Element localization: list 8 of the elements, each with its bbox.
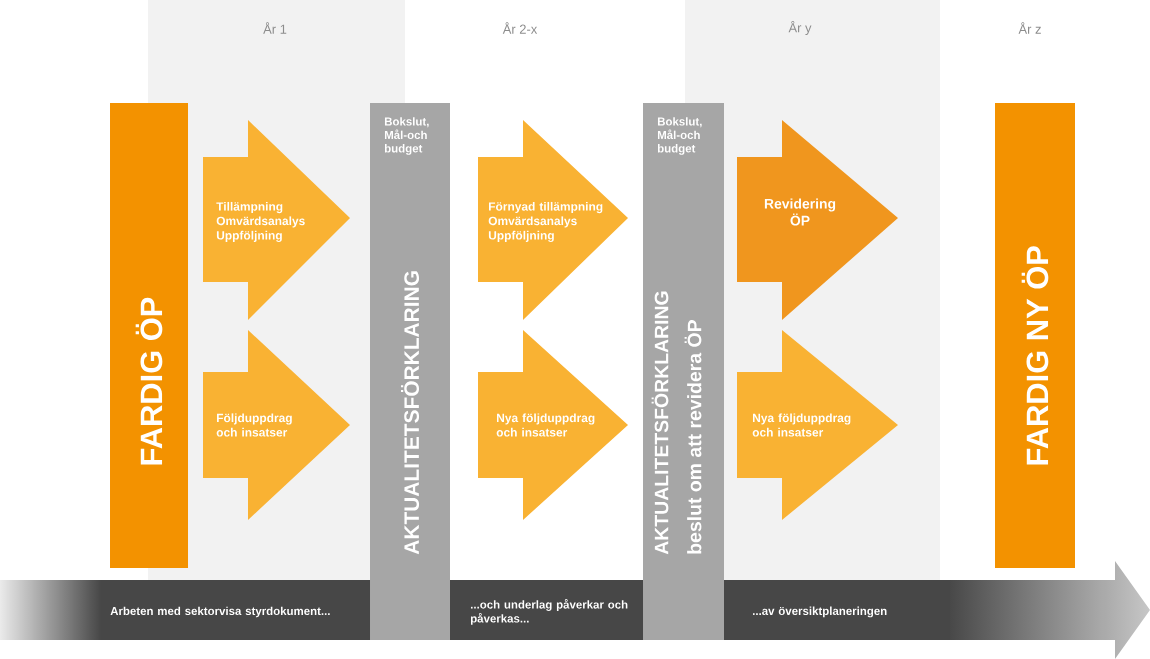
milestone-bar: FARDIG NY ÖP (995, 103, 1075, 568)
year-label: År y (788, 21, 812, 35)
year-label: År z (1018, 22, 1041, 34)
milestone-bar: Bokslut, Mål-och budget AKTUALITETSFÖRKLARING (370, 103, 450, 640)
year-label: År 2-x (502, 22, 538, 34)
year-label: År 1 (263, 22, 287, 34)
milestone-bar: Bokslut, Mål-och budget AKTUALITETSFÖRKLARING beslut om att revidera ÖP (643, 103, 724, 640)
milestone-bar: FARDIG ÖP (110, 103, 188, 568)
